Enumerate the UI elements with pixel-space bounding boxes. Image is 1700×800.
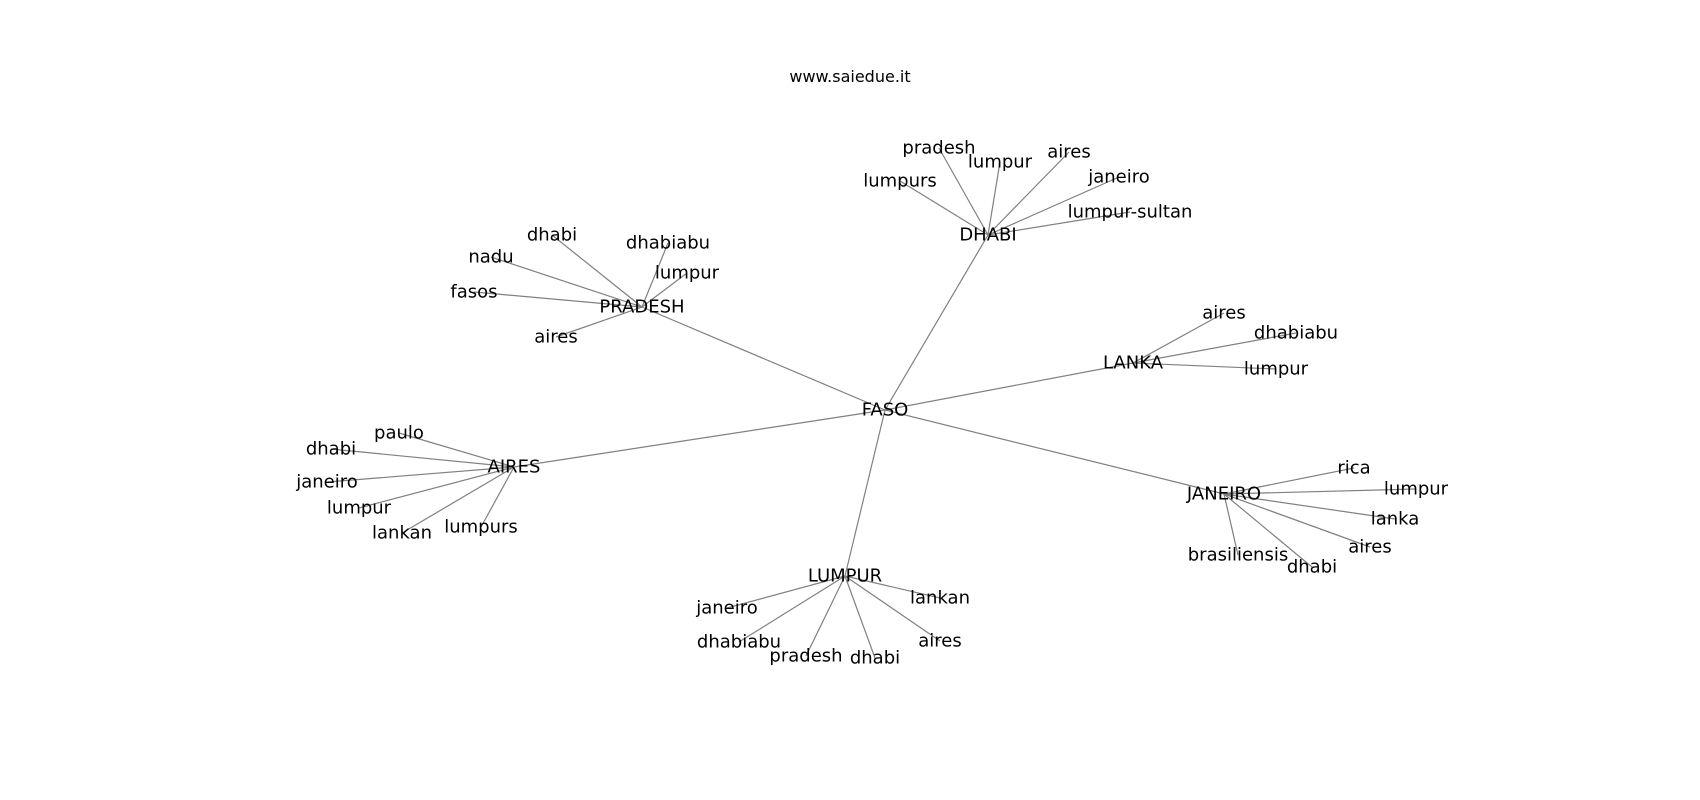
edge-pradesh-hub-leaf-5 <box>555 306 643 338</box>
edge-center-to-lumpur-hub <box>844 409 886 577</box>
edge-lumpur-hub-leaf-4 <box>805 575 846 657</box>
edge-lumpur-hub-leaf-3 <box>738 575 846 643</box>
leaf-node-lumpur-hub-1: janeiro <box>695 598 758 619</box>
leaf-node-janeiro-hub-2: lanka <box>1371 509 1420 530</box>
leaf-node-dhabi-hub-2: aires <box>1047 142 1091 163</box>
center-node-faso: FASO <box>862 400 909 421</box>
edge-janeiro-hub-leaf-0 <box>1223 467 1355 495</box>
edge-aires-hub-leaf-3 <box>358 466 515 509</box>
hub-node-lumpur-hub: LUMPUR <box>808 566 882 587</box>
edge-janeiro-hub-leaf-5 <box>1223 493 1313 568</box>
edge-pradesh-hub-leaf-0 <box>551 234 643 308</box>
hub-node-lanka-hub: LANKA <box>1103 353 1164 374</box>
leaf-node-aires-hub-1: dhabi <box>306 439 356 460</box>
edge-lumpur-hub-leaf-2 <box>844 575 941 642</box>
edge-center-to-dhabi-hub <box>884 234 989 411</box>
leaf-node-dhabi-hub-0: pradesh <box>902 138 975 159</box>
edge-pradesh-hub-leaf-3 <box>641 272 688 308</box>
edge-pradesh-hub-leaf-4 <box>473 291 643 308</box>
leaf-node-dhabi-hub-3: lumpurs <box>863 171 937 192</box>
leaf-node-pradesh-hub-2: nadu <box>468 247 513 268</box>
edge-lumpur-hub-leaf-1 <box>726 575 846 609</box>
diagram-title: www.saiedue.it <box>789 67 910 86</box>
leaf-node-aires-hub-3: lumpur <box>327 498 392 519</box>
leaf-node-pradesh-hub-1: dhabiabu <box>626 233 710 254</box>
edge-center-to-janeiro-hub <box>884 409 1225 495</box>
leaf-node-lumpur-hub-3: dhabiabu <box>697 632 781 653</box>
edge-janeiro-hub-leaf-1 <box>1223 488 1417 495</box>
edges-layer <box>326 147 1417 659</box>
edge-dhabi-hub-leaf-0 <box>938 147 989 236</box>
edge-lanka-hub-leaf-0 <box>1132 312 1225 364</box>
leaf-node-lanka-hub-2: lumpur <box>1244 359 1309 380</box>
leaf-node-lanka-hub-0: aires <box>1202 303 1246 324</box>
leaf-node-janeiro-hub-4: brasiliensis <box>1188 545 1288 566</box>
leaf-node-aires-hub-2: janeiro <box>295 472 358 493</box>
hub-node-aires-hub: AIRES <box>488 457 541 478</box>
edge-pradesh-hub-leaf-2 <box>490 256 643 308</box>
edge-center-to-lanka-hub <box>884 362 1134 411</box>
edge-lumpur-hub-leaf-5 <box>844 575 876 659</box>
edge-lanka-hub-leaf-2 <box>1132 362 1277 370</box>
leaf-node-lumpur-hub-0: lankan <box>910 588 970 609</box>
edge-lumpur-hub-leaf-0 <box>844 575 941 599</box>
hub-node-janeiro-hub: JANEIRO <box>1186 484 1261 505</box>
edge-janeiro-hub-leaf-2 <box>1223 493 1396 520</box>
leaf-node-aires-hub-4: lankan <box>372 523 432 544</box>
leaf-node-dhabi-hub-1: lumpur <box>968 152 1033 173</box>
edge-lanka-hub-leaf-1 <box>1132 332 1297 364</box>
edge-dhabi-hub-leaf-2 <box>987 151 1070 236</box>
edge-aires-hub-leaf-4 <box>401 466 515 534</box>
leaf-node-aires-hub-0: paulo <box>374 423 424 444</box>
edge-dhabi-hub-leaf-4 <box>987 176 1120 236</box>
edge-aires-hub-leaf-1 <box>330 448 515 468</box>
edge-center-to-pradesh-hub <box>641 306 886 411</box>
leaf-node-dhabi-hub-5: lumpur-sultan <box>1068 202 1193 223</box>
edge-pradesh-hub-leaf-1 <box>641 242 669 308</box>
leaf-node-lumpur-hub-4: pradesh <box>769 646 842 667</box>
leaf-node-pradesh-hub-0: dhabi <box>527 225 577 246</box>
leaf-node-dhabi-hub-4: janeiro <box>1087 167 1150 188</box>
edge-aires-hub-leaf-0 <box>398 432 515 468</box>
leaf-node-lumpur-hub-5: dhabi <box>850 648 900 669</box>
edge-aires-hub-leaf-2 <box>326 466 515 483</box>
edge-dhabi-hub-leaf-1 <box>987 161 1001 236</box>
leaf-node-pradesh-hub-3: lumpur <box>655 263 720 284</box>
leaf-node-pradesh-hub-4: fasos <box>450 282 497 303</box>
leaf-node-aires-hub-5: lumpurs <box>444 517 518 538</box>
leaf-node-janeiro-hub-3: aires <box>1348 537 1392 558</box>
leaf-node-janeiro-hub-5: dhabi <box>1287 557 1337 578</box>
edge-aires-hub-leaf-5 <box>480 466 515 528</box>
leaf-node-lumpur-hub-2: aires <box>918 631 962 652</box>
leaf-node-janeiro-hub-1: lumpur <box>1384 479 1449 500</box>
edge-center-to-aires-hub <box>513 409 886 468</box>
leaf-node-pradesh-hub-5: aires <box>534 327 578 348</box>
edge-janeiro-hub-leaf-3 <box>1223 493 1371 548</box>
edge-janeiro-hub-leaf-4 <box>1223 493 1239 556</box>
leaf-node-janeiro-hub-0: rica <box>1337 458 1370 479</box>
edge-dhabi-hub-leaf-3 <box>899 180 989 236</box>
edge-dhabi-hub-leaf-5 <box>987 211 1131 236</box>
hub-node-pradesh-hub: PRADESH <box>599 297 684 318</box>
hub-node-dhabi-hub: DHABI <box>959 225 1016 246</box>
leaf-node-lanka-hub-1: dhabiabu <box>1254 323 1338 344</box>
